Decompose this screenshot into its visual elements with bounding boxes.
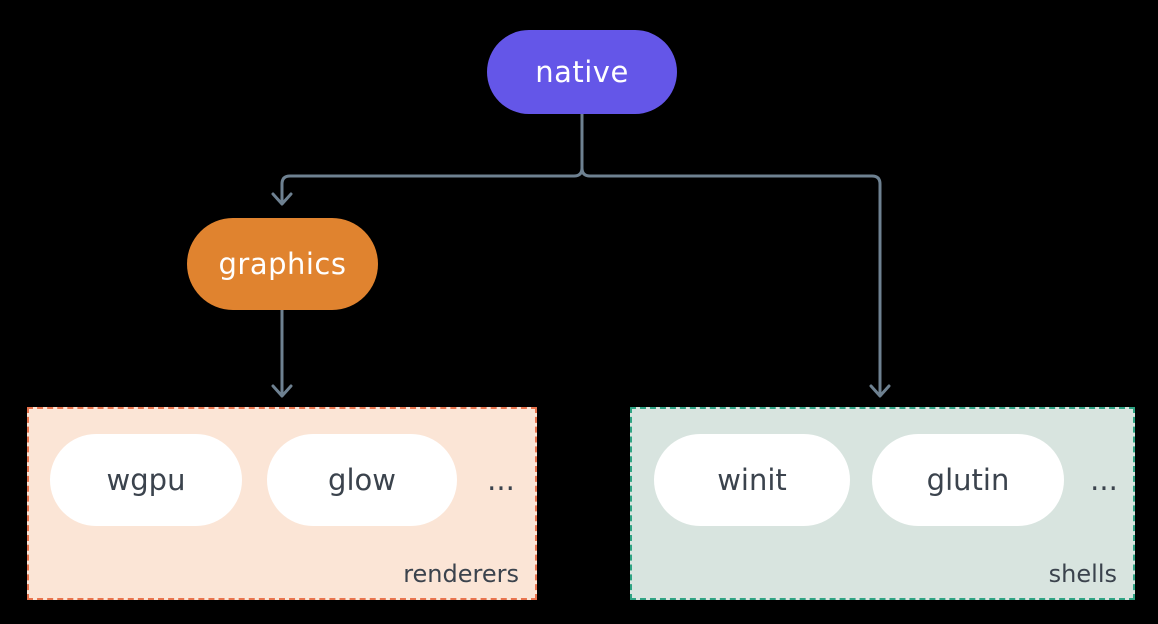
node-glutin: glutin <box>872 434 1064 526</box>
arrowhead-renderers-icon <box>271 384 293 398</box>
group-shells: winit glutin ... shells <box>630 407 1135 600</box>
edge-native-graphics <box>280 112 584 204</box>
node-winit: winit <box>654 434 850 526</box>
shells-group-label: shells <box>1048 560 1117 588</box>
renderers-group-label: renderers <box>403 560 519 588</box>
node-glow-label: glow <box>328 463 396 497</box>
renderers-ellipsis: ... <box>487 463 515 497</box>
arrowhead-shells-icon <box>869 384 891 398</box>
group-renderers: wgpu glow ... renderers <box>27 407 537 600</box>
node-glutin-label: glutin <box>926 463 1010 497</box>
arrowhead-graphics-icon <box>271 192 293 206</box>
node-graphics-label: graphics <box>218 247 347 281</box>
edge-native-shells <box>580 166 882 396</box>
node-wgpu: wgpu <box>50 434 242 526</box>
node-winit-label: winit <box>717 463 787 497</box>
node-native: native <box>487 30 677 114</box>
node-graphics: graphics <box>187 218 378 310</box>
node-wgpu-label: wgpu <box>106 463 186 497</box>
shells-ellipsis: ... <box>1090 463 1118 497</box>
node-glow: glow <box>267 434 457 526</box>
node-native-label: native <box>535 55 629 89</box>
